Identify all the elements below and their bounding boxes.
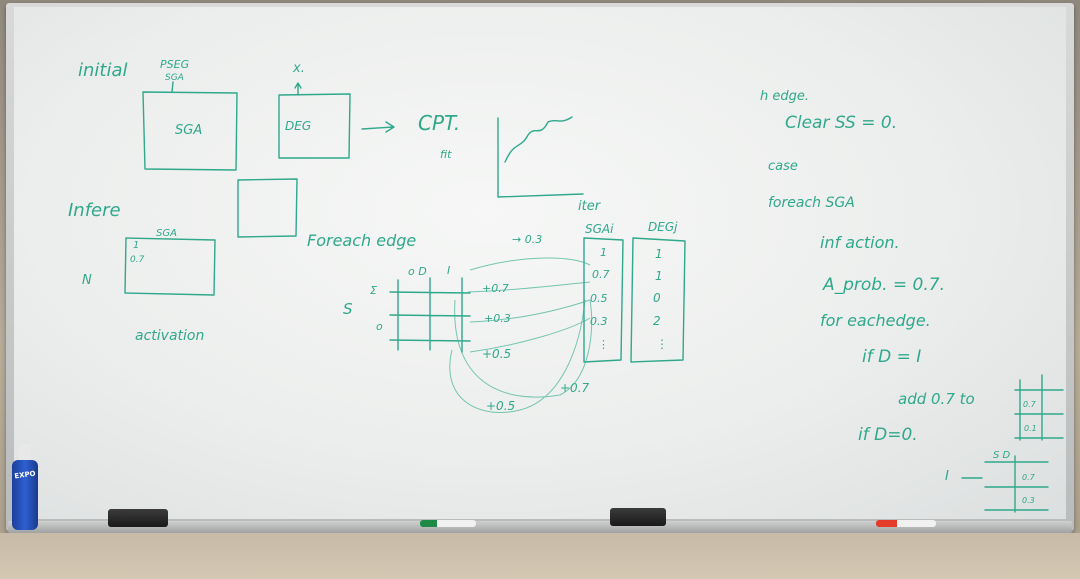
green-marker[interactable] — [420, 520, 476, 527]
case-text: case — [768, 159, 798, 174]
small-grid-top — [1014, 374, 1064, 441]
cell03-text: 0.3 — [1022, 496, 1035, 505]
plot-curve — [504, 116, 573, 163]
plus05a-text: +0.5 — [482, 347, 511, 361]
svg-text:1: 1 — [655, 269, 663, 283]
h-edge-text: h edge. — [760, 89, 809, 104]
activation-text: activation — [135, 328, 204, 344]
arrow03-text: → 0.3 — [512, 233, 542, 246]
plus03-text: +0.3 — [484, 312, 511, 325]
svg-text:⋮: ⋮ — [656, 337, 668, 351]
infere-text: Infere — [68, 200, 121, 221]
x-text: x. — [292, 61, 305, 76]
deg-column-values: 1 1 0 2 ⋮ — [653, 247, 668, 351]
marker-tray — [8, 521, 1072, 533]
s-text: S — [343, 300, 353, 318]
sga-column-box — [583, 237, 624, 363]
floor — [0, 533, 1080, 579]
for-each-edge-text: for eachedge. — [820, 311, 931, 330]
spray-bottle — [12, 460, 38, 530]
plus07b-text: +0.7 — [560, 381, 590, 395]
cell07b-text: 0.7 — [1022, 473, 1036, 482]
if-d-0-text: if D=0. — [858, 425, 918, 445]
arrow-up-x — [294, 82, 302, 96]
deg-j-text: DEGj — [648, 220, 678, 234]
initial-text: initial — [78, 60, 128, 81]
sga-small-text: SGA — [165, 73, 184, 83]
a-prob-text: A_prob. = 0.7. — [822, 275, 945, 295]
svg-text:0.7: 0.7 — [592, 268, 610, 281]
sga-column-values: 1 0.7 0.5 0.3 ⋮ — [590, 246, 610, 351]
add-07-text: add 0.7 to — [898, 390, 975, 408]
foreach-edge-text: Foreach edge — [307, 231, 416, 250]
spray-cap — [19, 444, 31, 462]
sga-box-text: SGA — [175, 123, 202, 138]
whiteboard-cleaner-spray[interactable]: EXPO — [12, 444, 38, 530]
small-box — [237, 178, 298, 238]
p07-text: 0.7 — [130, 255, 145, 265]
od-text: o D — [408, 265, 427, 278]
plus05b-text: +0.5 — [486, 399, 515, 413]
red-marker[interactable] — [876, 520, 936, 527]
svg-text:0: 0 — [653, 291, 661, 305]
deg-text: DEG — [285, 119, 311, 133]
infer-box — [124, 237, 216, 296]
cell07-text: 0.7 — [1023, 400, 1037, 409]
i-label-text: I — [447, 264, 450, 277]
sigma-text: Σ — [370, 284, 377, 297]
svg-text:2: 2 — [653, 314, 661, 328]
clear-ss-text: Clear SS = 0. — [785, 113, 897, 133]
cell01-text: 0.1 — [1024, 424, 1037, 433]
edge-arrows — [449, 257, 593, 413]
svg-text:1: 1 — [655, 247, 663, 261]
edge-grid — [389, 277, 471, 353]
eraser-left[interactable] — [108, 509, 168, 527]
foreach-sga-text: foreach SGA — [768, 195, 855, 211]
sd-text: S D — [993, 450, 1011, 461]
n-text: N — [82, 273, 92, 288]
i-text: I — [945, 469, 949, 484]
sga2-text: SGA — [156, 228, 177, 239]
one-text: 1 — [133, 240, 139, 251]
plus07a-text: +0.7 — [482, 282, 509, 295]
iter-text: iter — [578, 199, 602, 214]
svg-text:0.3: 0.3 — [590, 315, 608, 328]
svg-text:0.5: 0.5 — [590, 292, 608, 305]
fit-text: fit — [440, 148, 452, 161]
pseg-text: PSEG — [160, 58, 189, 71]
plot-axes — [497, 117, 584, 198]
arrow-to-cpt — [361, 121, 395, 133]
cpt-text: CPT. — [418, 111, 460, 135]
deg-box — [278, 93, 351, 159]
if-d-1-text: if D = I — [862, 347, 921, 367]
o-text: o — [376, 320, 383, 333]
small-grid-bottom — [961, 455, 1049, 513]
deg-column-box — [630, 237, 686, 363]
inf-action-text: inf action. — [820, 233, 900, 252]
sga-box — [142, 91, 238, 171]
arrow-to-sga — [171, 81, 174, 93]
sga-i-text: SGAi — [585, 222, 614, 236]
svg-text:⋮: ⋮ — [598, 338, 609, 351]
svg-text:1: 1 — [600, 246, 607, 259]
eraser-right[interactable] — [610, 508, 666, 526]
